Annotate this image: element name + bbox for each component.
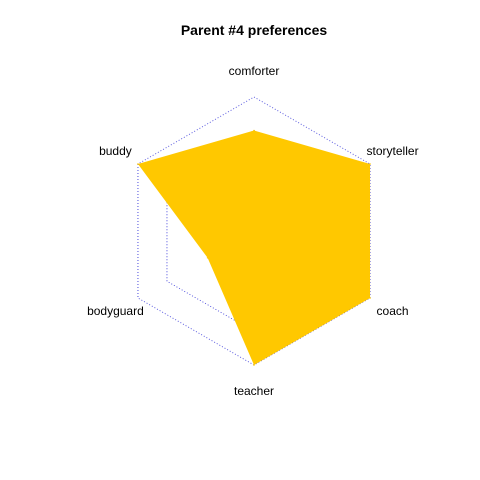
data-point-buddy — [137, 163, 139, 165]
axis-label-coach: coach — [377, 304, 409, 318]
chart-title: Parent #4 preferences — [181, 22, 328, 38]
data-point-coach — [369, 297, 371, 299]
axis-label-comforter: comforter — [229, 64, 280, 78]
axis-label-buddy: buddy — [99, 144, 132, 158]
data-point-storyteller — [369, 163, 371, 165]
data-point-comforter — [253, 129, 255, 132]
axis-label-storyteller: storyteller — [367, 144, 419, 158]
data-point-bodyguard — [206, 257, 209, 259]
axis-labels: comforter storyteller coach teacher bodyguar… — [87, 64, 418, 398]
data-point-teacher — [253, 364, 255, 366]
radar-data-layer — [137, 129, 371, 366]
data-area — [137, 130, 371, 365]
axis-label-teacher: teacher — [234, 384, 274, 398]
axis-label-bodyguard: bodyguard — [87, 304, 144, 318]
